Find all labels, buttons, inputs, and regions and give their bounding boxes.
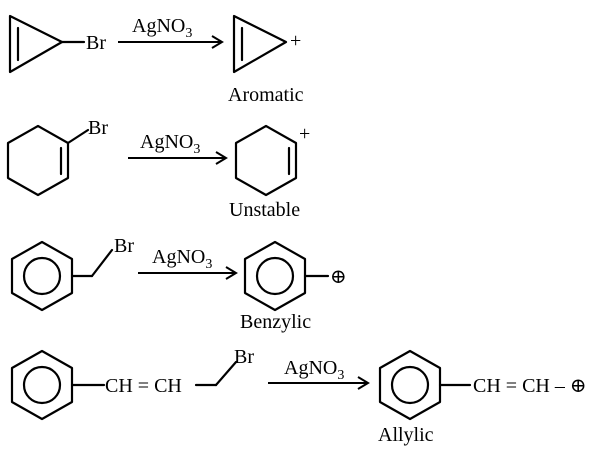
reaction-arrow <box>138 266 238 280</box>
reagent-text: AgNO <box>284 357 337 379</box>
reagent-label: AgNO3 <box>152 246 212 272</box>
svg-text:AgNO3: AgNO3 <box>140 131 200 157</box>
svg-text:AgNO3: AgNO3 <box>284 357 344 383</box>
caption: Benzylic <box>240 311 311 333</box>
reaction-4: CH = CH Br AgNO3 CH = CH – ⊕ Allylic <box>10 346 587 446</box>
reagent-subscript: 3 <box>205 257 212 272</box>
reaction-arrow <box>268 376 370 390</box>
svg-text:CH = CH – ⊕: CH = CH – ⊕ <box>473 375 587 397</box>
vinyl-chain-label: CH = CH – <box>473 375 570 397</box>
reagent-subscript: 3 <box>193 142 200 157</box>
cinnamyl-bromide-reactant: CH = CH Br <box>10 346 254 421</box>
reagent-label: AgNO3 <box>284 357 344 383</box>
cyclopropene-reactant: Br <box>8 14 106 74</box>
reagent-label: AgNO3 <box>140 131 200 157</box>
svg-text:AgNO3: AgNO3 <box>132 15 192 41</box>
caption: Aromatic <box>228 84 304 106</box>
benzyl-cation-product: ⊕ <box>243 240 347 312</box>
caption: Allylic <box>378 424 434 446</box>
reagent-subscript: 3 <box>185 26 192 41</box>
caption: Unstable <box>229 199 300 221</box>
bromocyclohexene-reactant: Br <box>6 117 108 197</box>
reaction-1: Br AgNO3 + Aromatic <box>8 14 304 106</box>
positive-charge: + <box>299 123 310 145</box>
bromine-label: Br <box>86 32 106 54</box>
bromine-label: Br <box>88 117 108 139</box>
reagent-subscript: 3 <box>337 368 344 383</box>
bromine-label: Br <box>234 346 254 368</box>
reaction-2: Br AgNO3 + Unstable <box>6 117 310 221</box>
positive-charge: ⊕ <box>570 375 587 397</box>
cyclohexenyl-cation-product: + <box>234 123 310 197</box>
reaction-arrow <box>128 151 228 165</box>
cyclopropenyl-cation-product: + <box>232 14 301 74</box>
positive-charge: + <box>290 30 301 52</box>
vinyl-chain-label: CH = CH <box>105 375 182 397</box>
positive-charge: ⊕ <box>330 266 347 288</box>
svg-text:AgNO3: AgNO3 <box>152 246 212 272</box>
reagent-text: AgNO <box>140 131 193 153</box>
benzyl-bromide-reactant: Br <box>10 235 134 312</box>
bromine-label: Br <box>114 235 134 257</box>
allyl-cation-product: CH = CH – ⊕ <box>378 349 587 421</box>
reaction-arrow <box>118 35 224 49</box>
reagent-label: AgNO3 <box>132 15 192 41</box>
reaction-3: Br AgNO3 ⊕ Benzylic <box>10 235 347 333</box>
reagent-text: AgNO <box>152 246 205 268</box>
reagent-text: AgNO <box>132 15 185 37</box>
